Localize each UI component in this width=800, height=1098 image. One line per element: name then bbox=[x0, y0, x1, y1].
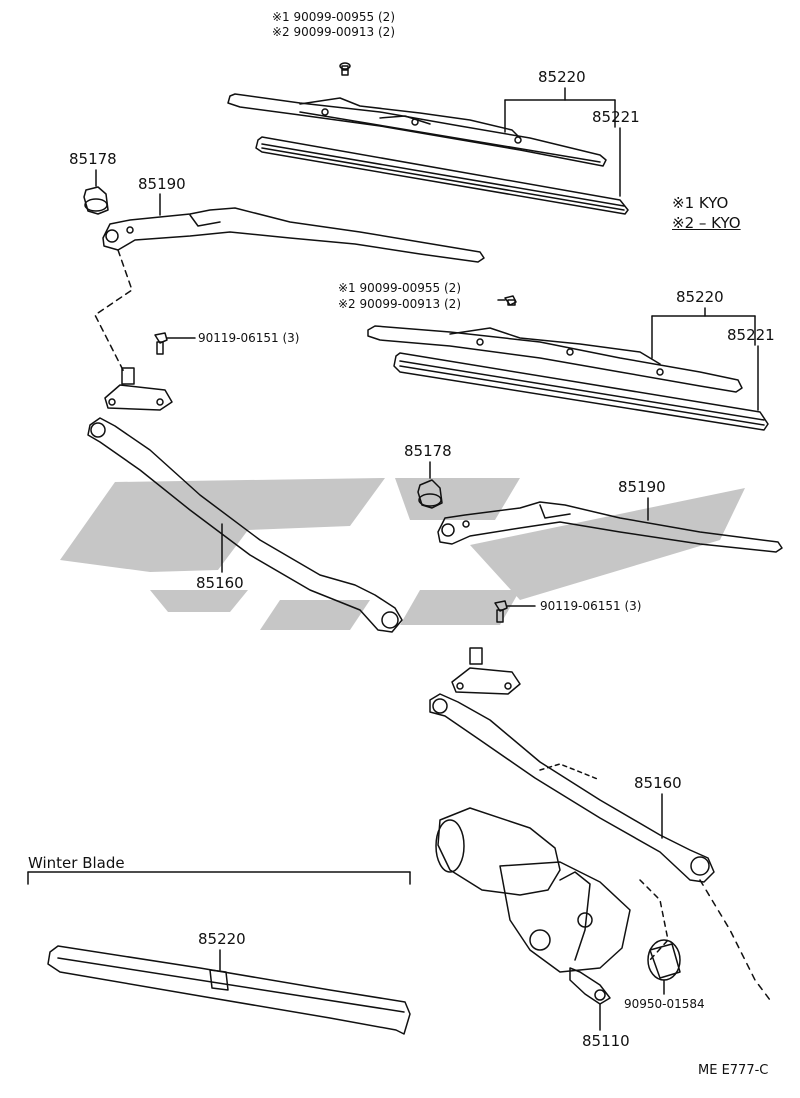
label-bolt-mid: 90119-06151 (3) bbox=[540, 599, 642, 613]
screw-top-upper bbox=[339, 62, 351, 76]
winter-blade bbox=[47, 945, 411, 1035]
diagram-code: ME E777-C bbox=[698, 1063, 769, 1078]
cap-mid bbox=[417, 461, 443, 509]
label-motor: 85110 bbox=[582, 1032, 630, 1050]
wiper-arm-upper bbox=[102, 193, 485, 263]
wiper-motor bbox=[435, 807, 771, 1031]
cap-upper bbox=[83, 169, 109, 215]
note-b2: ※2 90099-00913 (2) bbox=[338, 297, 461, 311]
motor-cap bbox=[647, 939, 681, 995]
label-cap-mid: 85178 bbox=[404, 442, 452, 460]
label-cap-upper: 85178 bbox=[69, 150, 117, 168]
label-link-mid: 85160 bbox=[634, 774, 682, 792]
link-rod-mid bbox=[429, 693, 715, 883]
link-rod-upper bbox=[87, 417, 403, 633]
label-link-upper: 85160 bbox=[196, 574, 244, 592]
wiper-blade-upper bbox=[227, 93, 607, 167]
dashed-link-upper bbox=[94, 249, 133, 373]
label-blade-assy-mid: 85220 bbox=[676, 288, 724, 306]
label-winter-blade: 85220 bbox=[198, 930, 246, 948]
winter-blade-title: Winter Blade bbox=[28, 854, 125, 872]
pivot-mid bbox=[451, 647, 521, 695]
wiper-rubber-mid bbox=[393, 352, 769, 431]
label-arm-upper: 85190 bbox=[138, 175, 186, 193]
label-blade-rubber-mid: 85221 bbox=[727, 326, 775, 344]
bolt-mid bbox=[494, 600, 536, 623]
note-a2: ※2 90099-00913 (2) bbox=[272, 25, 395, 39]
wiper-rubber-upper bbox=[255, 136, 629, 215]
label-bolt-upper: 90119-06151 (3) bbox=[198, 331, 300, 345]
watermark-logo bbox=[60, 478, 745, 630]
note-b1: ※1 90099-00955 (2) bbox=[338, 281, 461, 295]
bolt-upper bbox=[154, 332, 196, 355]
leader-lines-upper bbox=[504, 87, 621, 197]
leader-lines-mid bbox=[651, 307, 759, 411]
label-blade-assy-upper: 85220 bbox=[538, 68, 586, 86]
pivot-upper bbox=[104, 367, 173, 411]
label-motor-cap: 90950-01584 bbox=[624, 997, 705, 1011]
wiper-arm-mid bbox=[437, 497, 783, 553]
legend-line-1: ※1 KYO bbox=[672, 194, 729, 212]
legend-line-2: ※2 – KYO bbox=[672, 214, 741, 232]
label-blade-rubber-upper: 85221 bbox=[592, 108, 640, 126]
note-a1: ※1 90099-00955 (2) bbox=[272, 10, 395, 24]
label-arm-mid: 85190 bbox=[618, 478, 666, 496]
screw-mid bbox=[497, 295, 517, 306]
wiper-blade-mid bbox=[367, 325, 743, 393]
winter-blade-bracket bbox=[27, 871, 411, 885]
